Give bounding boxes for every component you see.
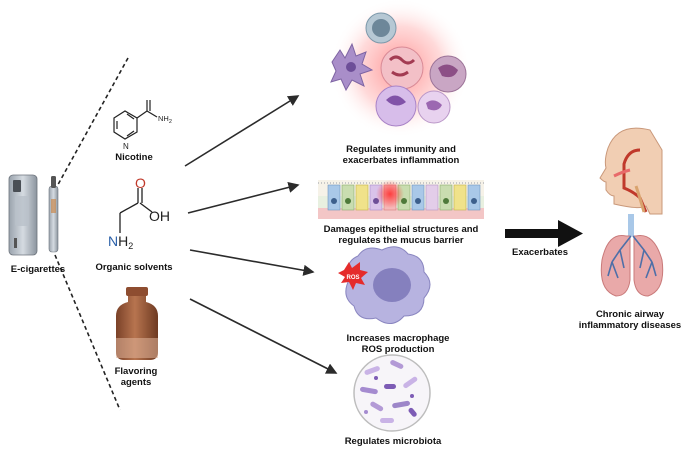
arrow-to-epithelium (187, 181, 300, 214)
arrow-to-microbiota (189, 298, 338, 374)
carbonyl-o-label: O (135, 175, 146, 191)
dashed-separator (54, 57, 129, 411)
disease-label: Chronic airway inflammatory diseases (578, 309, 682, 331)
organic-solvents-label: Organic solvents (95, 262, 173, 273)
macrophage-line-1: Increases macrophage (346, 333, 450, 344)
epithelial-line-1: Damages epithelial structures and (323, 224, 479, 235)
exacerbates-label: Exacerbates (512, 247, 568, 258)
pyridine-n-label: N (123, 142, 129, 151)
nicotine-label: Nicotine (115, 152, 153, 163)
hydroxyl-label: OH (149, 208, 170, 224)
lungs-icon (600, 214, 664, 297)
nicotine-amide-label: NH2 (158, 114, 172, 125)
e-cigarette-icon (8, 174, 59, 256)
nicotine-structure-icon (113, 100, 158, 140)
epithelium-icon (318, 180, 484, 219)
immunity-label: Regulates immunity and exacerbates infla… (326, 144, 476, 166)
flavoring-line-1: Flavoring (114, 366, 158, 377)
amine-label: NH2 (108, 233, 133, 251)
head-airway-icon (599, 127, 663, 215)
disease-line-2: inflammatory diseases (578, 320, 682, 331)
epithelial-label: Damages epithelial structures and regula… (308, 224, 494, 246)
immune-cells-icon (330, 0, 470, 138)
microbiota-icon (353, 354, 431, 432)
arrows-group (184, 95, 338, 374)
solvent-structure-icon (119, 188, 153, 233)
macrophage-label: Increases macrophage ROS production (338, 333, 458, 355)
disease-line-1: Chronic airway (595, 309, 665, 320)
macrophage-line-2: ROS production (361, 344, 435, 355)
flavoring-bottle-icon (116, 287, 158, 360)
flavoring-agents-label: Flavoring agents (100, 366, 172, 388)
arrow-to-macrophage (189, 249, 315, 276)
epithelial-line-2: regulates the mucus barrier (338, 235, 464, 246)
immunity-line-1: Regulates immunity and (346, 144, 456, 155)
arrow-to-immunity (184, 95, 300, 167)
immunity-line-2: exacerbates inflammation (342, 155, 460, 166)
exacerbates-arrow (505, 220, 583, 247)
microbiota-label: Regulates microbiota (344, 436, 442, 447)
flavoring-line-2: agents (120, 377, 152, 388)
ros-badge-label: ROS (346, 275, 359, 281)
macrophage-icon (338, 246, 431, 324)
e-cigarettes-label: E-cigarettes (10, 264, 66, 275)
